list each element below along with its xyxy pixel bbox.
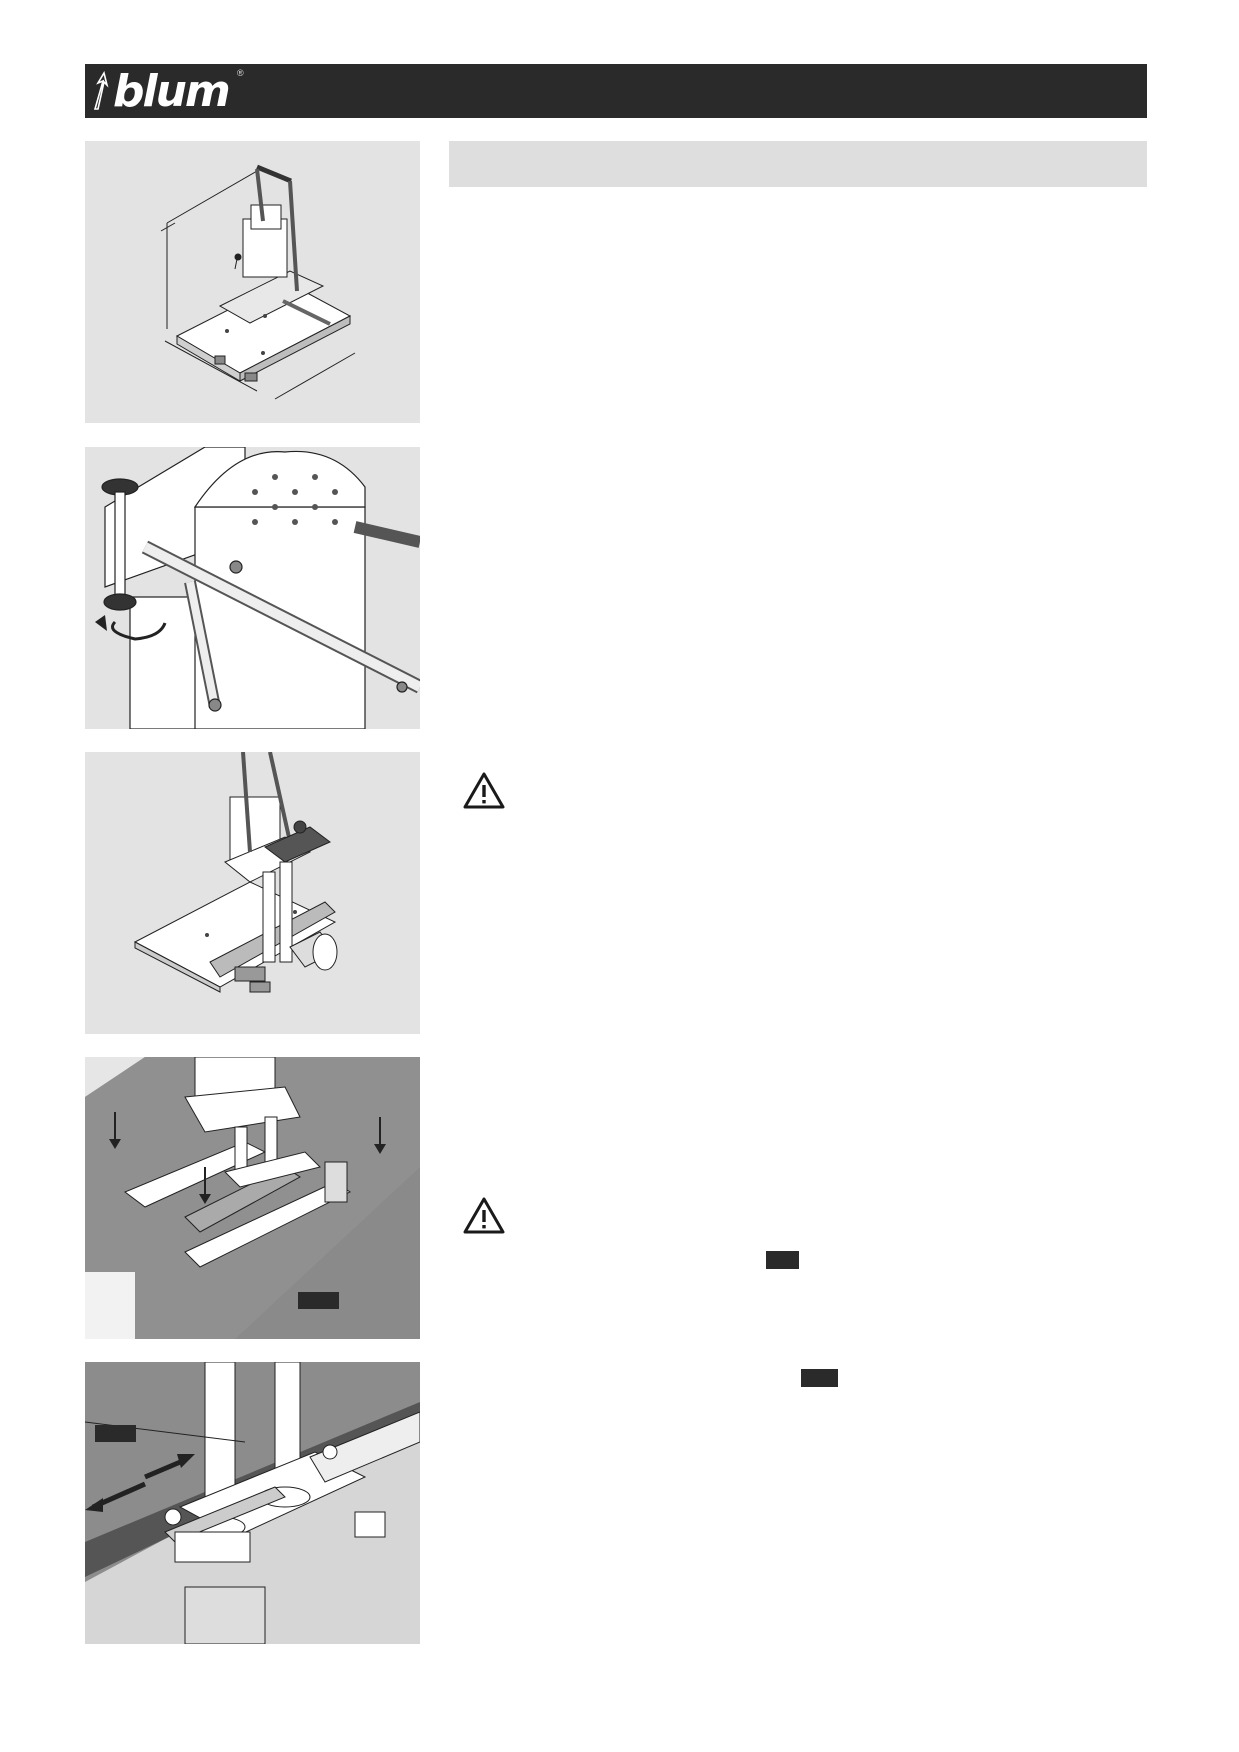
blum-logo: blum: [91, 65, 231, 117]
logo-text: blum: [113, 65, 231, 117]
warning-triangle-icon: [463, 772, 505, 809]
callout-box: [298, 1292, 339, 1309]
callout-box: [801, 1369, 838, 1387]
table-mounting-drawing: [85, 1057, 420, 1339]
illustration-dust-extraction: [85, 752, 420, 1034]
callout-box: [766, 1251, 799, 1269]
base-adjustment-drawing: [85, 1362, 420, 1644]
blum-arrow-logo-icon: [93, 71, 109, 110]
illustration-base-adjustment: [85, 1362, 420, 1644]
registered-mark: ®: [237, 68, 244, 78]
header-bar: blum ®: [85, 64, 1147, 118]
section-title-bar: [449, 141, 1147, 187]
machine-dimensions-drawing: [160, 164, 356, 400]
illustration-machine-dimensions: [85, 141, 420, 423]
dust-extraction-drawing: [133, 752, 338, 993]
warning-triangle-icon: [463, 1197, 505, 1234]
illustration-table-mounting: [85, 1057, 420, 1339]
callout-box: [95, 1425, 136, 1442]
illustration-height-adjustment: [85, 447, 420, 729]
height-adjustment-drawing: [95, 447, 420, 729]
